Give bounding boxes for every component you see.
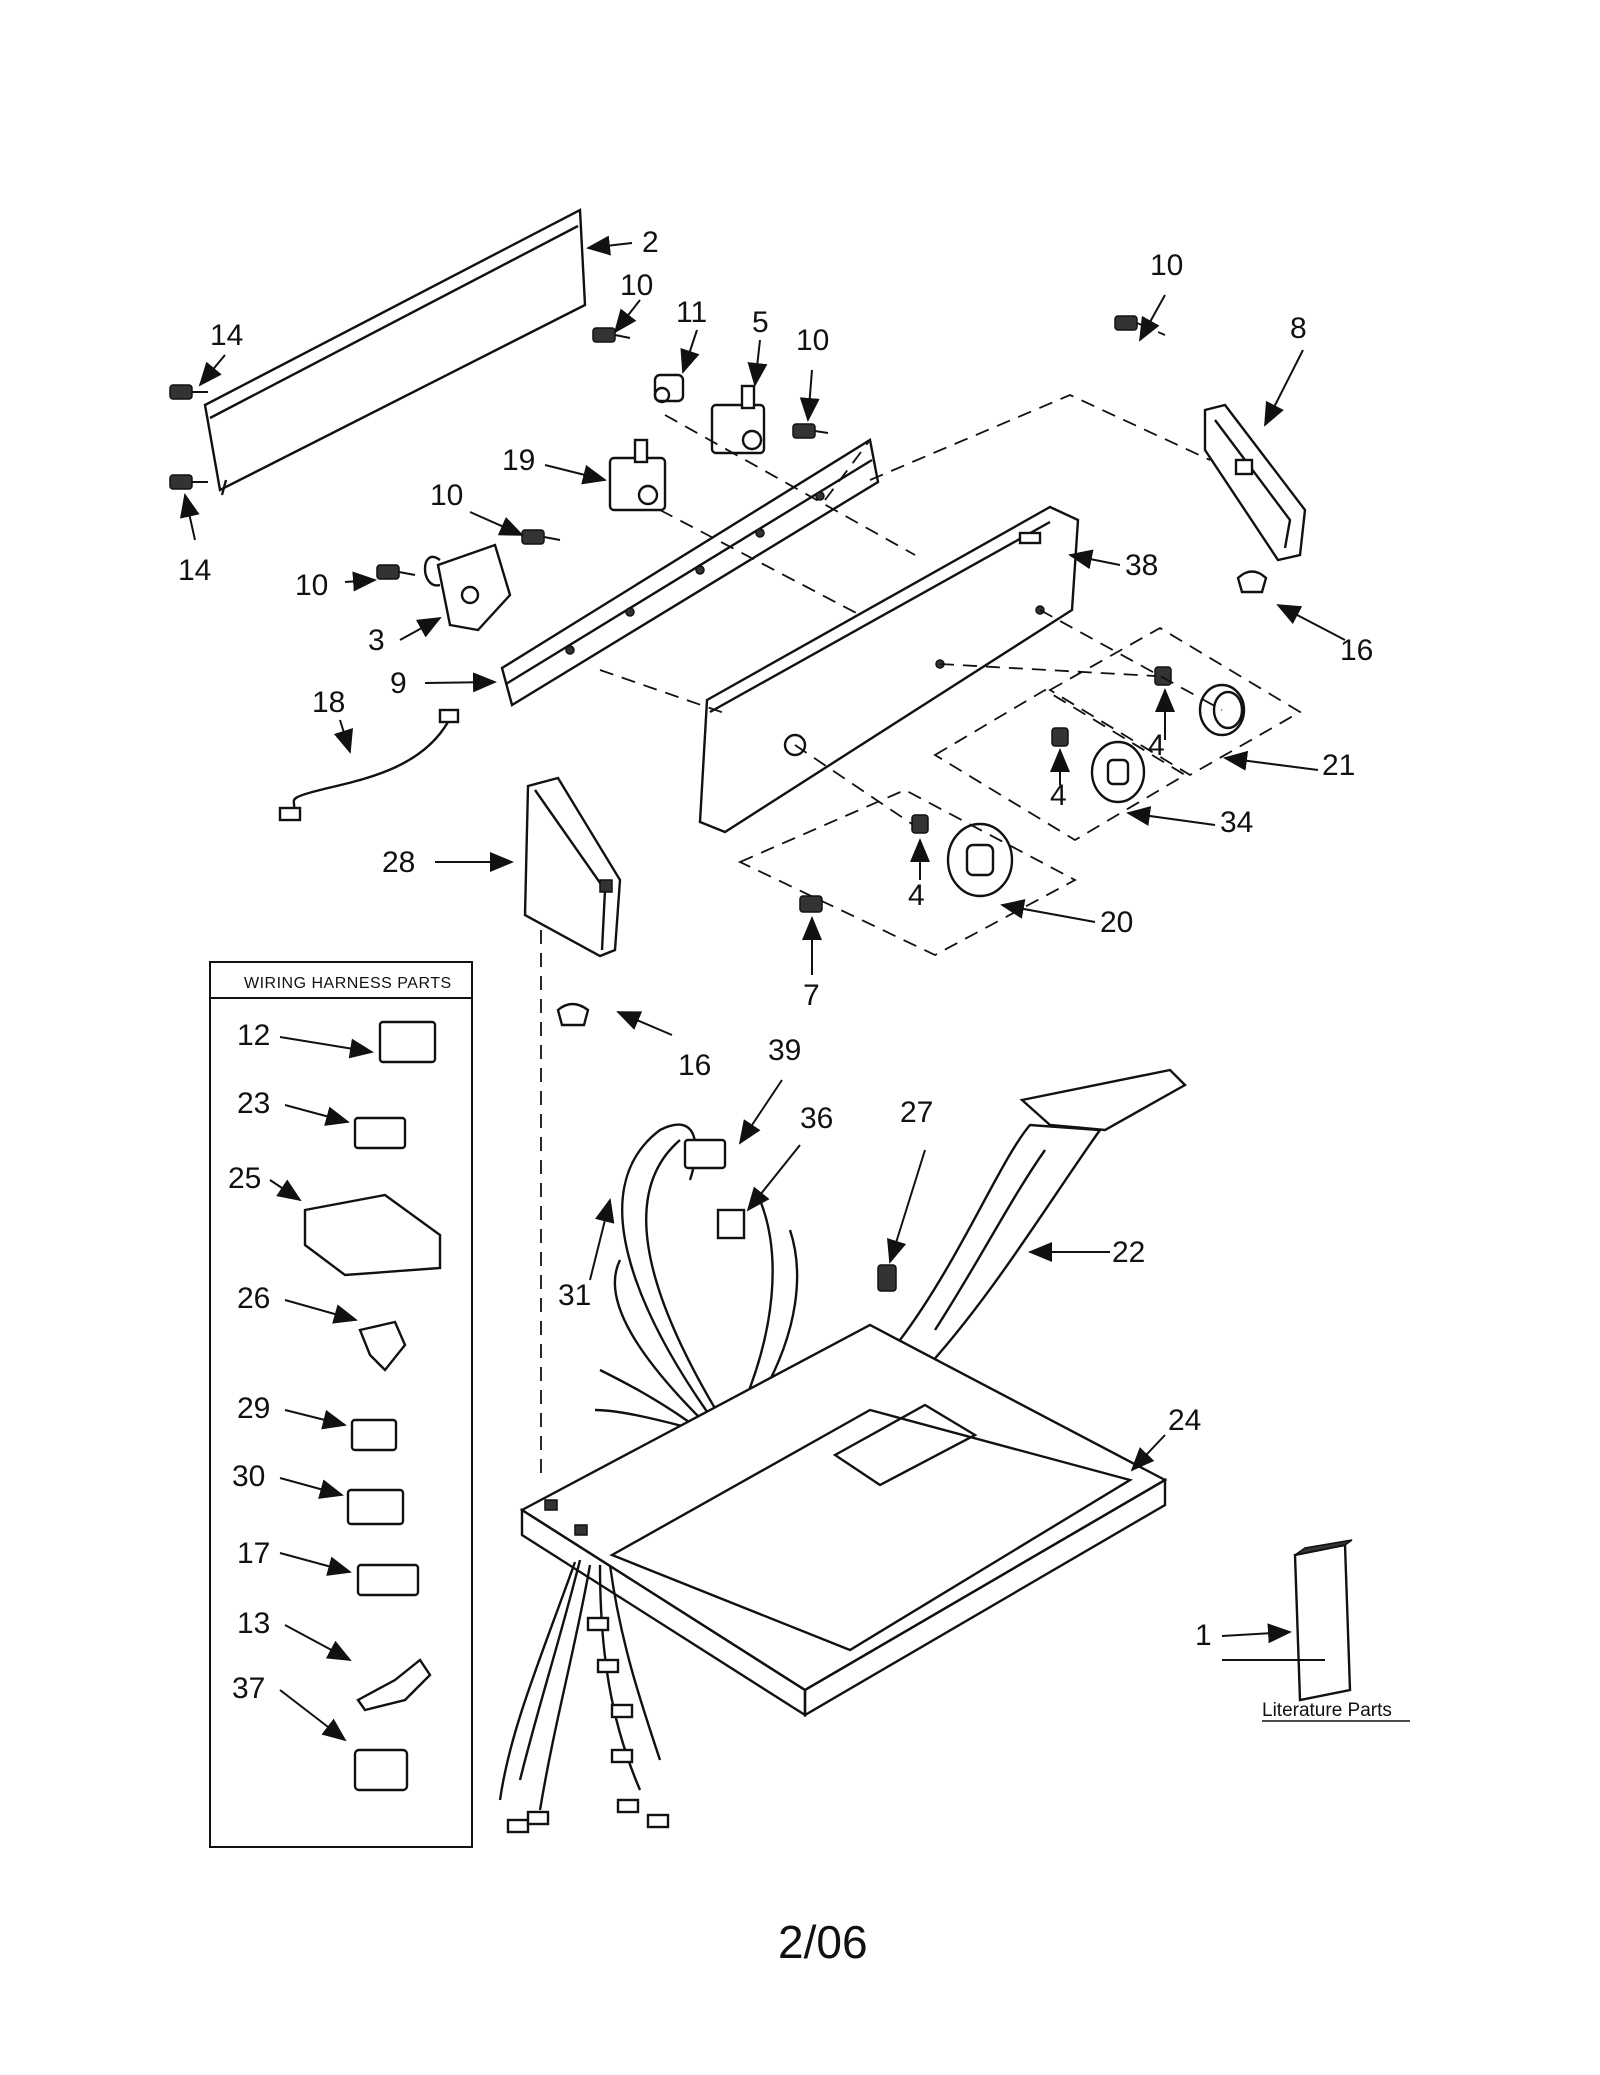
harness-part-30-shape — [346, 1488, 405, 1526]
switch-part-19 — [608, 438, 667, 512]
harness-part-13-shape — [356, 1658, 432, 1712]
lint-screen-part-22 — [898, 1068, 1187, 1378]
switch-part-5 — [710, 384, 766, 455]
callout-19: 19 — [502, 444, 535, 477]
dashed-zone-21 — [1048, 626, 1302, 777]
harness-part-31 — [594, 1123, 799, 1444]
callout-2: 2 — [642, 226, 659, 259]
harness-part-23-shape — [353, 1116, 407, 1150]
screw-part-7 — [799, 895, 823, 913]
end-cap-part-8 — [1203, 403, 1307, 562]
callout-4-a: 4 — [1148, 729, 1165, 762]
screw-part-10-c — [1114, 315, 1166, 336]
literature-part-1 — [1293, 1539, 1353, 1702]
end-cap-part-28 — [523, 776, 622, 958]
screw-part-10-d — [521, 529, 561, 545]
callout-7: 7 — [803, 979, 820, 1012]
screw-part-10-b — [792, 423, 829, 439]
screw-part-10-e — [376, 564, 416, 580]
callout-9: 9 — [390, 667, 407, 700]
screw-part-10-a — [592, 327, 631, 343]
callout-harness-37: 37 — [232, 1672, 265, 1705]
callout-11: 11 — [676, 296, 707, 329]
harness-part-17-shape — [356, 1563, 420, 1597]
harness-part-37-shape — [353, 1748, 409, 1792]
callout-4-c: 4 — [908, 879, 925, 912]
literature-parts-label: Literature Parts — [1262, 1700, 1392, 1721]
knob-part-34 — [1090, 740, 1146, 804]
spring-part-4-b — [1051, 727, 1069, 747]
callout-20: 20 — [1100, 906, 1133, 939]
callout-39: 39 — [768, 1034, 801, 1067]
clip-part-16-upper — [1236, 570, 1268, 594]
knob-part-20 — [946, 822, 1014, 898]
callout-4-b: 4 — [1050, 779, 1067, 812]
harness-part-29-shape — [350, 1418, 398, 1452]
callout-10-d: 10 — [430, 479, 463, 512]
callout-14-upper: 14 — [210, 319, 243, 352]
callout-14-lower: 14 — [178, 554, 211, 587]
callout-harness-23: 23 — [237, 1087, 270, 1120]
callout-16-upper: 16 — [1340, 634, 1373, 667]
callout-labels: 2 14 14 10 11 5 10 10 8 19 10 10 3 9 38 … — [178, 226, 1373, 1705]
spring-part-4-c — [911, 814, 929, 834]
callout-harness-29: 29 — [237, 1392, 270, 1425]
callout-18: 18 — [312, 686, 345, 719]
dashed-zone-34 — [933, 688, 1187, 842]
screw-part-27 — [877, 1264, 897, 1292]
console-part-38 — [698, 505, 1080, 834]
callout-28: 28 — [382, 846, 415, 879]
page-footer-date: 2/06 — [778, 1916, 868, 1968]
top-panel-part-24 — [519, 1323, 1168, 1718]
wire-part-18 — [278, 708, 460, 822]
callout-21: 21 — [1322, 749, 1355, 782]
wiring-harness-box — [209, 961, 473, 1848]
callout-harness-25: 25 — [228, 1162, 261, 1195]
callout-34: 34 — [1220, 806, 1253, 839]
clip-part-11 — [653, 373, 685, 404]
callout-10-b: 10 — [796, 324, 829, 357]
harness-box-title: WIRING HARNESS PARTS — [244, 975, 452, 992]
callout-24: 24 — [1168, 1404, 1201, 1437]
callout-8: 8 — [1290, 312, 1307, 345]
callout-27: 27 — [900, 1096, 933, 1129]
callout-31: 31 — [558, 1279, 591, 1312]
callout-22: 22 — [1112, 1236, 1145, 1269]
screw-part-14-upper — [169, 384, 208, 400]
callout-10-a: 10 — [620, 269, 653, 302]
callout-5: 5 — [752, 306, 769, 339]
callout-1: 1 — [1195, 1619, 1212, 1652]
harness-part-25-shape — [303, 1193, 442, 1277]
callout-harness-12: 12 — [237, 1019, 270, 1052]
callout-38: 38 — [1125, 549, 1158, 582]
callout-36: 36 — [800, 1102, 833, 1135]
timer-part-3 — [423, 543, 512, 632]
screw-part-14-lower — [169, 474, 208, 490]
callout-harness-26: 26 — [237, 1282, 270, 1315]
harness-part-12-shape — [378, 1020, 437, 1064]
callout-10-c: 10 — [1150, 249, 1183, 282]
callout-harness-30: 30 — [232, 1460, 265, 1493]
callout-3: 3 — [368, 624, 385, 657]
callout-10-e: 10 — [295, 569, 328, 602]
callout-harness-13: 13 — [237, 1607, 270, 1640]
callout-16-lower: 16 — [678, 1049, 711, 1082]
rear-panel-part-2 — [203, 208, 587, 496]
clip-part-16-lower — [556, 1002, 590, 1027]
spring-part-4-a — [1154, 666, 1172, 686]
callout-harness-17: 17 — [237, 1537, 270, 1570]
dashed-zone-20 — [737, 789, 1077, 957]
harness-lower — [498, 1559, 670, 1834]
harness-part-26-shape — [358, 1320, 407, 1372]
leader-arrows — [180, 235, 1346, 1742]
